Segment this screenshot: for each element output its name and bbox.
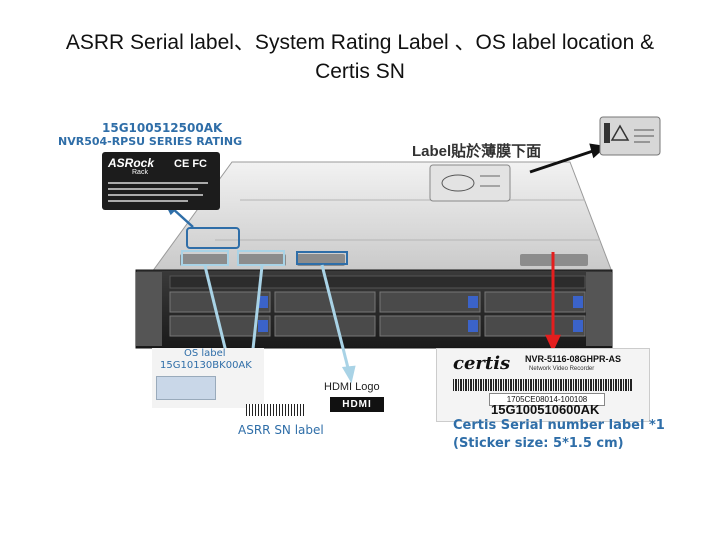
- warning-label: [599, 116, 661, 156]
- drive-bays: [169, 291, 586, 337]
- certis-part-number: 15G100510600AK: [491, 402, 600, 417]
- rating-part-number: 15G100512500AK: [102, 121, 223, 135]
- slide-title: ASRR Serial label、System Rating Label 、O…: [0, 28, 720, 86]
- certis-subtitle: Network Video Recorder: [529, 366, 595, 372]
- certis-label: certis NVR-5116-08GHPR-AS Network Video …: [436, 348, 650, 422]
- rating-label-sticker: ASRock Rack CE FC: [102, 152, 220, 210]
- certis-size-note: (Sticker size: 5*1.5 cm): [453, 436, 624, 451]
- film-label-caption: Label貼於薄膜下面: [412, 143, 542, 160]
- certis-model: NVR-5116-08GHPR-AS: [525, 354, 622, 364]
- title-line-2: Certis SN: [315, 60, 405, 83]
- os-label-caption: OS label: [184, 348, 226, 359]
- film-label-sticker: [429, 164, 511, 202]
- certis-caption: Certis Serial number label *1: [453, 418, 665, 433]
- certis-barcode: [453, 379, 633, 391]
- rating-label-location: [186, 227, 240, 249]
- certification-marks: CE FC: [174, 158, 207, 170]
- title-line-1: ASRR Serial label、System Rating Label 、O…: [65, 31, 655, 54]
- os-label-sticker: [156, 376, 216, 400]
- asrr-location-box: [237, 250, 285, 266]
- certis-serial: 1705CE08014-100108: [489, 393, 605, 406]
- os-label-part-number: 15G10130BK00AK: [160, 360, 252, 371]
- asrr-sn-caption: ASRR SN label: [238, 423, 324, 437]
- hdmi-caption: HDMI Logo: [324, 381, 380, 393]
- asrock-logo-sub: Rack: [132, 169, 148, 176]
- rating-label-name: NVR504-RPSU SERIES RATING: [58, 135, 243, 148]
- osl-location-box: [181, 250, 229, 266]
- asrock-logo: ASRock: [108, 156, 155, 170]
- hdmi-location-box: [296, 251, 348, 265]
- certis-brand: certis: [453, 353, 511, 374]
- asrr-sn-barcode: [246, 404, 306, 416]
- os-label-panel: OS label 15G10130BK00AK: [152, 348, 264, 408]
- hdmi-logo: HDMI: [330, 397, 384, 412]
